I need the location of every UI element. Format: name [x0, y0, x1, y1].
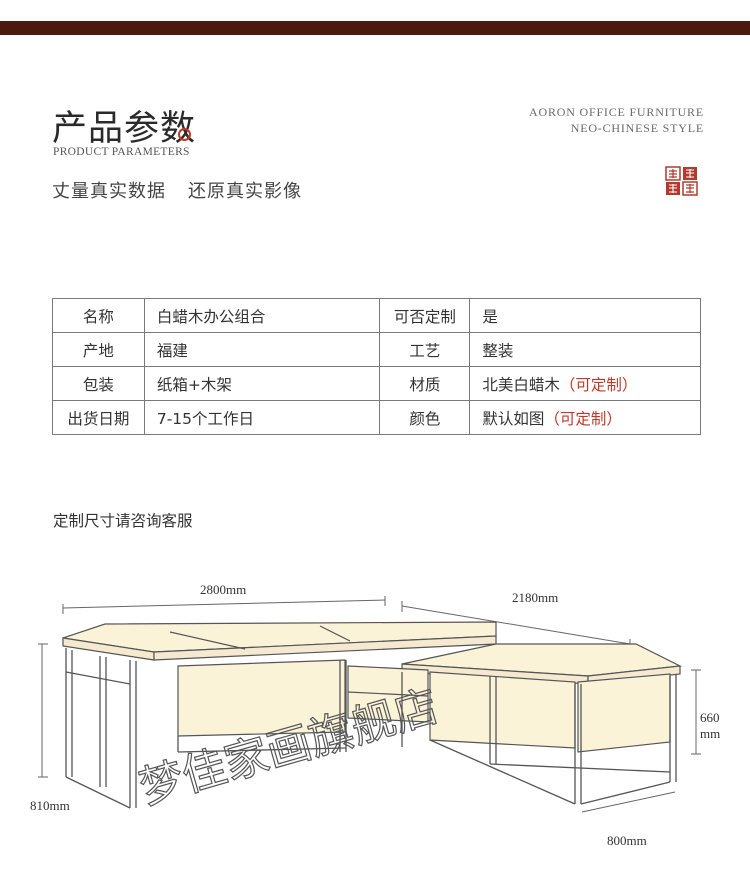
param-value: 北美白蜡木（可定制） — [469, 366, 701, 401]
param-value: 纸箱+木架 — [143, 366, 381, 401]
table-row: 包装 纸箱+木架 材质 北美白蜡木（可定制） — [52, 366, 701, 401]
param-value: 默认如图（可定制） — [469, 400, 701, 435]
label-depth-side: 800mm — [607, 833, 647, 848]
brand-line-1: AORON OFFICE FURNITURE — [529, 105, 704, 119]
desk-dimension-diagram: 梦佳家画旗舰店 2800mm 2180mm 660 mm 810mm 800mm — [30, 582, 720, 848]
parameters-table: 名称 白蜡木办公组合 可否定制 是 产地 福建 工艺 整装 包装 纸箱+木架 材… — [52, 298, 701, 435]
param-value: 是 — [469, 298, 701, 333]
depth-side-dim-line — [581, 791, 676, 813]
length-side-dim-line — [401, 605, 631, 645]
length-main-dim-line — [62, 599, 386, 609]
cabinet-panel-side — [577, 673, 671, 753]
param-key: 颜色 — [379, 400, 471, 435]
cabinet-panel-left — [177, 659, 346, 737]
param-value-text: 是 — [482, 307, 498, 326]
tagline-part-1: 丈量真实数据 — [52, 181, 166, 202]
label-height-side-value: 660 — [700, 710, 720, 725]
table-row: 出货日期 7-15个工作日 颜色 默认如图（可定制） — [52, 400, 701, 435]
label-length-side: 2180mm — [512, 590, 558, 605]
tagline-part-2: 还原真实影像 — [188, 181, 302, 202]
param-key: 出货日期 — [52, 400, 145, 435]
param-value-text: 默认如图 — [482, 409, 545, 428]
param-key: 包装 — [52, 366, 145, 401]
label-height-main: 810mm — [30, 798, 70, 813]
custom-size-note: 定制尺寸请咨询客服 — [53, 512, 193, 530]
param-value: 福建 — [143, 332, 381, 367]
cabinet-panel-front — [429, 671, 576, 749]
param-value-note: （可定制） — [544, 409, 622, 428]
param-value-text: 北美白蜡木 — [482, 375, 560, 394]
tagline: 丈量真实数据 还原真实影像 — [52, 177, 302, 203]
param-key: 名称 — [52, 298, 145, 333]
top-color-bar — [0, 21, 750, 35]
param-value-note: （可定制） — [559, 375, 638, 394]
param-value-text: 整装 — [482, 341, 514, 360]
label-length-main: 2800mm — [200, 582, 246, 597]
table-row: 名称 白蜡木办公组合 可否定制 是 — [52, 298, 701, 333]
label-height-side-unit: mm — [700, 726, 720, 741]
table-row: 产地 福建 工艺 整装 — [52, 332, 701, 367]
param-value: 整装 — [469, 332, 701, 367]
page-subtitle: PRODUCT PARAMETERS — [53, 146, 190, 158]
brand-line-2: NEO-CHINESE STYLE — [570, 121, 704, 135]
page-title: 产品参数 — [52, 109, 197, 149]
title-accent-circle — [178, 128, 191, 141]
param-value: 白蜡木办公组合 — [143, 298, 381, 333]
param-key: 工艺 — [379, 332, 471, 367]
param-value: 7-15个工作日 — [143, 400, 381, 435]
param-key: 材质 — [379, 366, 471, 401]
param-key: 产地 — [52, 332, 145, 367]
red-seal-stamp-icon — [665, 166, 698, 196]
param-key: 可否定制 — [379, 298, 471, 333]
